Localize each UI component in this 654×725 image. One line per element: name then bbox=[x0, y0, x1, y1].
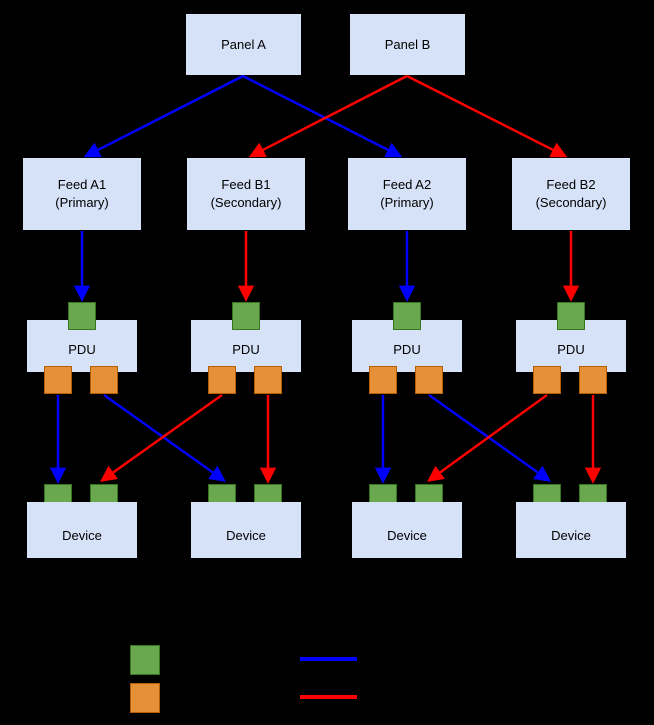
node-feed-a2: Feed A2 (Primary) bbox=[348, 158, 466, 230]
node-device-2-label: Device bbox=[226, 528, 266, 544]
node-pdu-2-label: PDU bbox=[232, 342, 260, 358]
pdu-2-output-port-right-icon bbox=[254, 366, 282, 394]
edge-pdu-4-out-left-to-device-3-in-right bbox=[427, 393, 548, 482]
node-panel-a-label: Panel A bbox=[221, 36, 266, 52]
node-device-3-label: Device bbox=[387, 528, 427, 544]
legend-orange-square-icon bbox=[130, 683, 160, 713]
node-feed-b1-name: Feed B1 bbox=[221, 177, 271, 193]
node-pdu-4-label: PDU bbox=[557, 342, 585, 358]
edge-pdu-2-out-left-to-device-1-in-right bbox=[100, 393, 223, 482]
node-feed-a1-role: (Primary) bbox=[55, 195, 109, 210]
edge-panel-a-to-feed-a2 bbox=[242, 74, 403, 158]
node-device-4: Device bbox=[516, 502, 626, 558]
node-pdu-1-label: PDU bbox=[68, 342, 96, 358]
node-panel-b: Panel B bbox=[350, 14, 465, 75]
node-device-4-label: Device bbox=[551, 528, 591, 544]
legend-red-line-icon bbox=[300, 695, 357, 699]
node-feed-a2-name: Feed A2 bbox=[382, 177, 432, 193]
node-feed-a2-role: (Primary) bbox=[380, 195, 434, 210]
pdu-4-output-port-right-icon bbox=[579, 366, 607, 394]
node-feed-b2-role: (Secondary) bbox=[535, 195, 607, 210]
edge-panel-b-to-feed-b1 bbox=[248, 74, 408, 158]
node-feed-a1-name: Feed A1 bbox=[57, 177, 107, 193]
pdu-3-input-port-icon bbox=[393, 302, 421, 330]
pdu-2-output-port-left-icon bbox=[208, 366, 236, 394]
node-feed-b1-role: (Secondary) bbox=[210, 195, 282, 210]
node-panel-b-label: Panel B bbox=[384, 36, 431, 52]
node-pdu-3: PDU bbox=[352, 320, 462, 372]
node-feed-b2-name: Feed B2 bbox=[546, 177, 596, 193]
node-device-1: Device bbox=[27, 502, 137, 558]
node-feed-b1: Feed B1 (Secondary) bbox=[187, 158, 305, 230]
pdu-4-output-port-left-icon bbox=[533, 366, 561, 394]
pdu-3-output-port-left-icon bbox=[369, 366, 397, 394]
pdu-4-input-port-icon bbox=[557, 302, 585, 330]
node-pdu-4: PDU bbox=[516, 320, 626, 372]
pdu-3-output-port-right-icon bbox=[415, 366, 443, 394]
pdu-2-input-port-icon bbox=[232, 302, 260, 330]
pdu-1-input-port-icon bbox=[68, 302, 96, 330]
edge-pdu-3-out-right-to-device-4-in-left bbox=[428, 393, 551, 482]
pdu-1-output-port-right-icon bbox=[90, 366, 118, 394]
legend-green-square-icon bbox=[130, 645, 160, 675]
node-pdu-3-label: PDU bbox=[393, 342, 421, 358]
legend-blue-line-icon bbox=[300, 657, 357, 661]
node-device-3: Device bbox=[352, 502, 462, 558]
edge-panel-a-to-feed-a1 bbox=[83, 74, 244, 158]
pdu-1-output-port-left-icon bbox=[44, 366, 72, 394]
node-feed-b2: Feed B2 (Secondary) bbox=[512, 158, 630, 230]
node-panel-a: Panel A bbox=[186, 14, 301, 75]
edge-pdu-1-out-right-to-device-2-in-left bbox=[103, 393, 226, 482]
node-device-1-label: Device bbox=[62, 528, 102, 544]
node-feed-a1: Feed A1 (Primary) bbox=[23, 158, 141, 230]
node-device-2: Device bbox=[191, 502, 301, 558]
edge-panel-b-to-feed-b2 bbox=[406, 74, 568, 158]
